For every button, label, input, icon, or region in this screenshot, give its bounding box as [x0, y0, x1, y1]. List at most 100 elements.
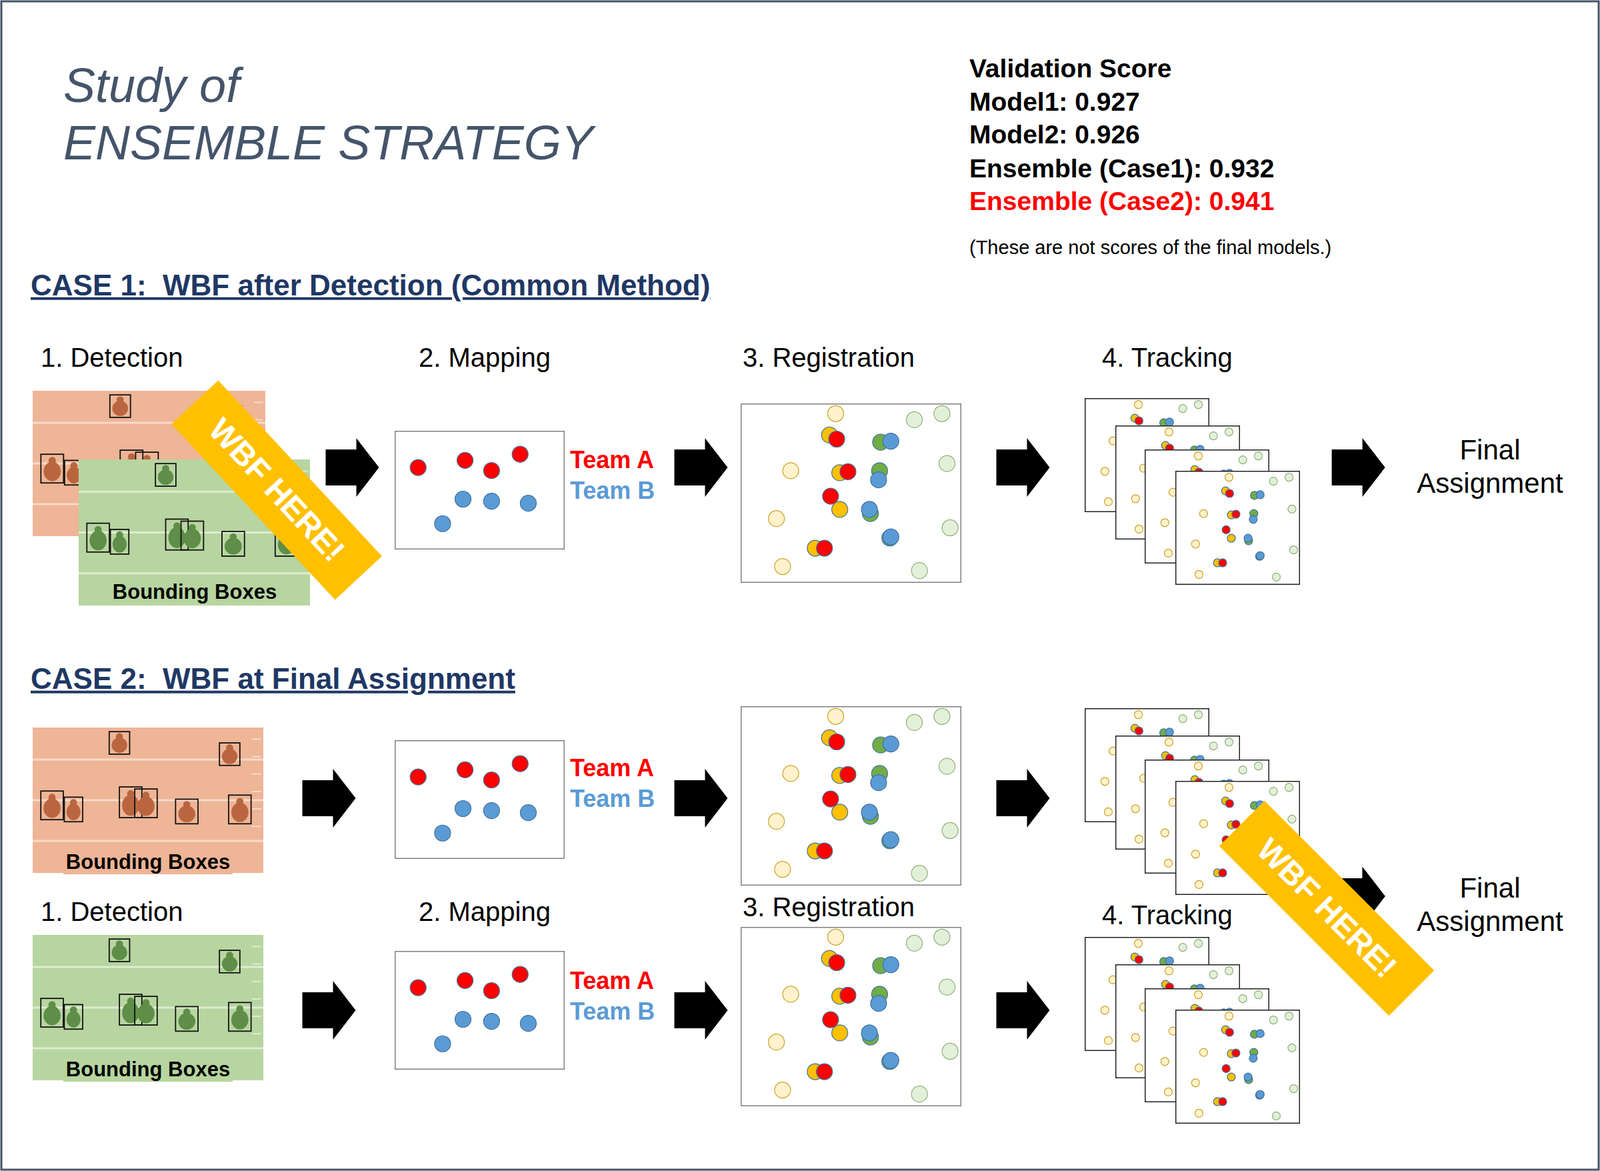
team-label: Team A [570, 446, 654, 474]
score-heading: Validation Score [969, 54, 1172, 84]
player-dot [1134, 710, 1143, 719]
player-dot [1288, 814, 1296, 823]
hash-mark [252, 738, 262, 740]
panel-art [1084, 398, 1300, 585]
team-a-dot [512, 755, 528, 772]
player-dot [1199, 819, 1208, 828]
bounding-box [86, 523, 110, 552]
banner-text: WBF HERE! [1249, 830, 1404, 985]
step-heading: 3. Registration [742, 891, 915, 922]
player-head [236, 1004, 244, 1012]
player-dot [1225, 428, 1234, 436]
player-dot [1269, 1016, 1278, 1024]
player-dot [870, 774, 887, 791]
bounding-box [181, 521, 204, 550]
hash-mark [252, 790, 262, 792]
block-arrow [996, 980, 1050, 1040]
block-arrow [996, 768, 1050, 828]
bounding-box [134, 788, 158, 818]
player-dot [822, 790, 839, 807]
player-figure [231, 1010, 249, 1030]
player-head [188, 524, 196, 532]
player-figure [137, 796, 155, 816]
player-dot [782, 462, 799, 479]
bounding-box [155, 463, 176, 486]
registration-outline [741, 706, 962, 886]
player-dot [1232, 1048, 1240, 1057]
hash-mark [252, 1032, 262, 1034]
player-dot [1194, 939, 1203, 948]
player-figure [122, 794, 140, 816]
hash-mark [252, 963, 262, 965]
step-heading: 3. Registration [742, 342, 915, 373]
step-heading: 4. Tracking [1102, 899, 1233, 930]
player-dot [768, 510, 785, 527]
bounding-box [175, 798, 198, 824]
team-a-dot [457, 452, 474, 468]
score-line: Ensemble (Case2): 0.941 [969, 186, 1274, 217]
player-dot [882, 433, 899, 450]
player-dot [840, 463, 856, 480]
block-arrow [302, 980, 356, 1040]
score-line: Model1: 0.927 [969, 87, 1140, 118]
player-dot [1209, 742, 1218, 750]
player-head [48, 1000, 56, 1008]
player-head [70, 462, 78, 470]
mapping-panel: 2. MappingTeam ATeam B [394, 950, 662, 1070]
player-dot [1285, 1012, 1294, 1020]
panel-art [740, 403, 962, 583]
player-dot [1225, 489, 1234, 498]
player-dot [1289, 546, 1298, 554]
team-label: Team A [570, 966, 654, 994]
title-spacer [383, 56, 730, 114]
player-dot [822, 1011, 839, 1028]
detection-panel: Bounding Boxes [32, 727, 264, 873]
team-b-dot [483, 1013, 500, 1030]
player-dot [1225, 966, 1234, 975]
player-dot [906, 411, 923, 428]
player-dot [1227, 1072, 1236, 1081]
player-dot [870, 472, 887, 488]
team-b-dot [483, 802, 500, 819]
player-dot [828, 928, 844, 945]
bounding-box [64, 796, 83, 822]
player-dot [1209, 970, 1218, 979]
player-dot [1249, 515, 1258, 524]
step-heading: 1. Detection [40, 342, 183, 373]
player-dot [1104, 497, 1112, 506]
hash-mark [252, 756, 262, 758]
player-dot [1178, 714, 1187, 723]
team-a-dot [410, 768, 426, 785]
bounding-box [175, 1006, 198, 1031]
player-dot [882, 528, 899, 545]
bounding-box [109, 938, 130, 962]
map-outline [395, 431, 565, 550]
player-dot [1238, 456, 1247, 464]
team-label: Team B [570, 784, 655, 812]
player-head [173, 522, 181, 530]
player-dot [1254, 452, 1263, 460]
block-arrow [674, 980, 728, 1040]
player-dot [832, 804, 848, 820]
player-dot [1218, 1097, 1227, 1106]
player-dot [1194, 880, 1203, 888]
registration-panel: 3. Registration [740, 403, 962, 583]
player-dot [1131, 494, 1140, 503]
player-dot [1199, 509, 1208, 518]
player-dot [1194, 570, 1203, 578]
player-dot [1134, 834, 1143, 843]
output-label: Final Assignment [1416, 433, 1563, 501]
step-heading: 4. Tracking [1102, 342, 1233, 373]
player-dot [768, 1034, 785, 1050]
player-head [116, 732, 124, 740]
player-head [127, 997, 135, 1005]
player-dot [1222, 1064, 1230, 1072]
player-dot [1218, 868, 1227, 877]
player-head [162, 464, 170, 472]
yard-line [32, 840, 264, 842]
player-dot [1104, 1036, 1112, 1044]
final-output: Final Assignment [1416, 433, 1563, 501]
bounding-box [134, 996, 158, 1025]
